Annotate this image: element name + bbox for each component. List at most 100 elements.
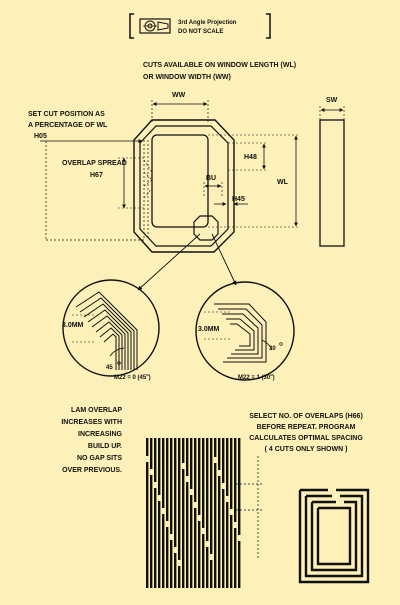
lam-overlap-line: LAM OVERLAP (71, 407, 122, 414)
lamination-strip (222, 438, 225, 483)
lamination-strip (170, 540, 173, 588)
lamination-strip (178, 438, 181, 560)
lamination-strip (206, 547, 209, 588)
lamination-strip (202, 534, 205, 588)
lamination-stack (146, 438, 241, 588)
lamination-strip (186, 438, 189, 476)
lamination-strip (154, 488, 157, 588)
cuts-note-line2: OR WINDOW WIDTH (WW) (143, 74, 231, 81)
core-front-view (133, 119, 235, 253)
lamination-strip (174, 438, 177, 547)
detail-45-caption: M22 = 0 (45o) (114, 372, 151, 381)
degree-icon (279, 342, 283, 346)
select-overlaps-note: SELECT NO. OF OVERLAPS (H66) BEFORE REPE… (249, 413, 363, 453)
cut-position-line1: SET CUT POSITION AS (28, 111, 105, 118)
lam-overlap-line: NO GAP SITS (77, 455, 122, 462)
lamination-strip (166, 527, 169, 588)
lamination-strip (170, 438, 173, 534)
select-overlaps-line: ( 4 CUTS ONLY SHOWN ) (265, 446, 348, 453)
lamination-strip (146, 462, 149, 588)
cuts-note-line1: CUTS AVAILABLE ON WINDOW LENGTH (WL) (143, 62, 296, 69)
lam-overlap-line: INCREASES WITH (61, 419, 122, 426)
detail-30-circle (195, 281, 295, 381)
lamination-strip (230, 515, 233, 588)
h45-label: H45 (232, 196, 245, 203)
lamination-strip (202, 438, 205, 528)
ww-dimension (151, 100, 209, 122)
h45-dimension (214, 190, 248, 210)
detail-45-angle: 45 (106, 365, 113, 371)
lamination-strip (198, 521, 201, 588)
select-overlaps-line: SELECT NO. OF OVERLAPS (H66) (249, 413, 363, 420)
select-overlaps-line: CALCULATES OPTIMAL SPACING (249, 435, 363, 442)
overlap-spread-dimension (118, 157, 144, 209)
title-block: 3rd Angle Projection DO NOT SCALE (129, 13, 271, 39)
lamination-strip (238, 438, 241, 535)
scale-note: DO NOT SCALE (178, 29, 223, 35)
lamination-strip (234, 438, 237, 522)
lamination-strip (222, 489, 225, 588)
lamination-strip (210, 438, 213, 554)
lamination-strip (226, 438, 229, 496)
degree-icon (117, 361, 121, 365)
lamination-strip (158, 501, 161, 588)
lamination-strip (234, 528, 237, 588)
lamination-strip (150, 438, 153, 469)
h05-dimension (40, 139, 144, 241)
sw-label: SW (326, 97, 338, 104)
ww-label: WW (172, 92, 186, 99)
wl-label: WL (277, 179, 289, 186)
detail-30-angle: 30 (269, 346, 276, 352)
lamination-strip (146, 438, 149, 456)
projection-symbol-icon (139, 18, 171, 34)
overlap-spread-label: OVERLAP SPREAD (62, 160, 127, 167)
lamination-strip (162, 514, 165, 588)
bu-dimension (203, 182, 223, 196)
h48-dimension (228, 142, 268, 171)
h48-label: H48 (244, 154, 257, 161)
lamination-strip (190, 495, 193, 588)
lamination-strip (154, 438, 157, 482)
lam-overlap-line: OVER PREVIOUS. (62, 467, 122, 474)
detail-30-dimension: 3.0MM (198, 326, 220, 333)
lamination-strip (206, 438, 209, 541)
overlap-spread-code: H67 (90, 172, 103, 179)
cut-position-line2: A PERCENTAGE OF WL (28, 122, 108, 129)
lamination-strip (162, 438, 165, 508)
lamination-strip (214, 463, 217, 588)
lamination-strip (182, 438, 185, 463)
lamination-strip (182, 469, 185, 588)
lamination-strip (226, 502, 229, 588)
wl-dimension (208, 134, 300, 228)
lamination-strip (150, 475, 153, 588)
lamination-strip (230, 438, 233, 509)
lamination-strip (194, 508, 197, 588)
lam-overlap-line: BUILD UP. (88, 443, 122, 450)
lamination-strip (174, 553, 177, 588)
cut-position-code: H05 (34, 133, 47, 140)
lamination-strip (198, 438, 201, 515)
lamination-strip (158, 438, 161, 495)
lamination-strip (218, 438, 221, 470)
lamination-strip (214, 438, 217, 457)
lamination-strip (186, 482, 189, 588)
lamination-strip (166, 438, 169, 521)
core-side-view (319, 106, 345, 247)
lamination-strip (194, 438, 197, 502)
projection-label: 3rd Angle Projection (178, 20, 237, 26)
lamination-strip (210, 560, 213, 588)
lamination-strip (218, 476, 221, 588)
lamination-strip (190, 438, 193, 489)
lamination-strip (238, 541, 241, 588)
bu-label: BU (206, 175, 216, 182)
lamination-strip (178, 566, 181, 588)
lam-overlap-note: LAM OVERLAP INCREASES WITH INCREASING BU… (61, 407, 122, 474)
detail-leaders (137, 233, 237, 291)
lam-overlap-line: INCREASING (78, 431, 123, 438)
nested-windings (298, 488, 370, 584)
detail-45-circle (62, 279, 160, 377)
detail-45-dimension: 3.0MM (62, 322, 84, 329)
select-overlaps-line: BEFORE REPEAT. PROGRAM (257, 424, 356, 431)
